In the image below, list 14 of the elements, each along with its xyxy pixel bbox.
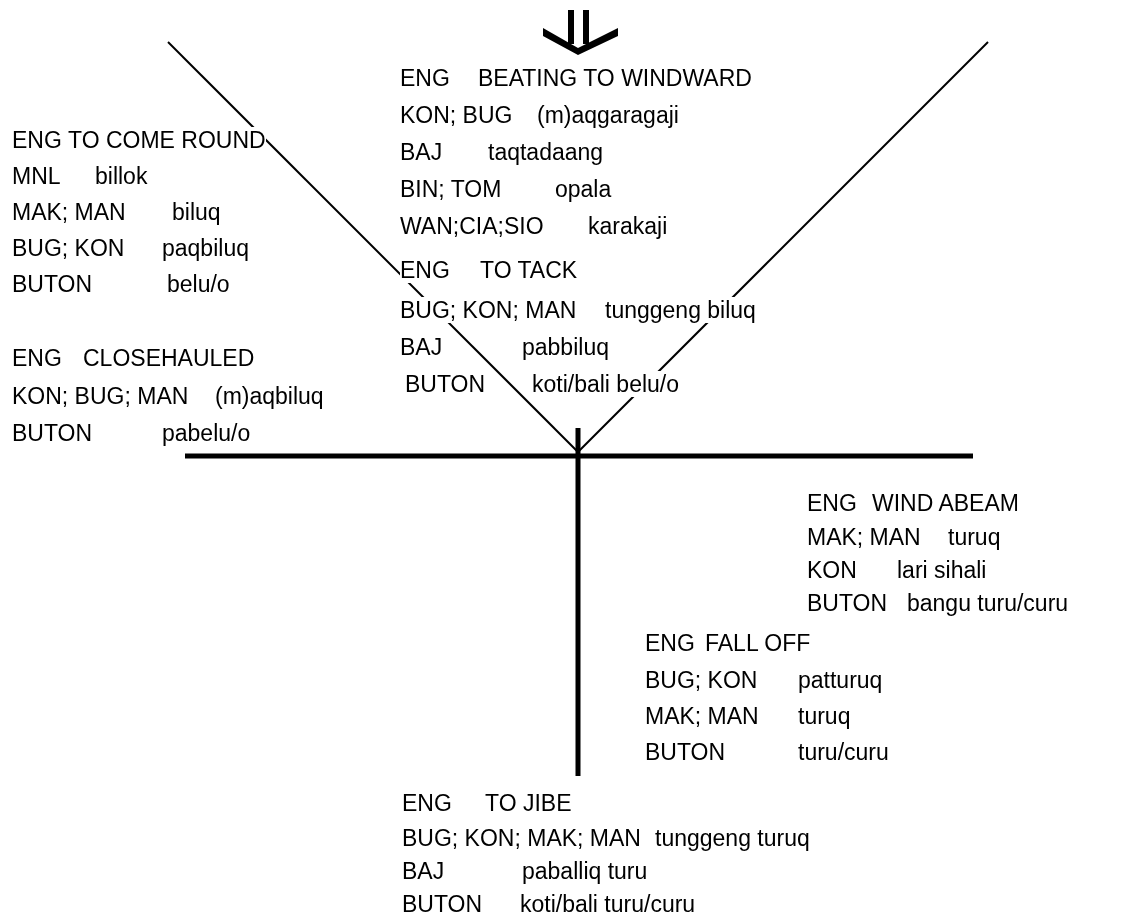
language-code: BUG; KON; MAN	[400, 297, 577, 323]
sailing-term: pabelu/o	[162, 420, 251, 446]
sailing-term: karakaji	[588, 213, 668, 239]
sailing-term: (m)aqbiluq	[215, 383, 324, 409]
sailing-term: biluq	[172, 199, 221, 225]
sailing-term: paqbiluq	[162, 235, 249, 261]
sailing-term: koti/bali belu/o	[532, 371, 680, 397]
sailing-term: tunggeng biluq	[605, 297, 756, 323]
sailing-term: bangu turu/curu	[907, 590, 1069, 616]
sailing-term: taqtadaang	[488, 139, 604, 165]
sailing-term: pabbiluq	[522, 334, 609, 360]
sailing-term: opala	[555, 176, 612, 202]
sailing-term: paballiq turu	[522, 858, 648, 884]
sailing-term: (m)aqgaragaji	[537, 102, 679, 128]
